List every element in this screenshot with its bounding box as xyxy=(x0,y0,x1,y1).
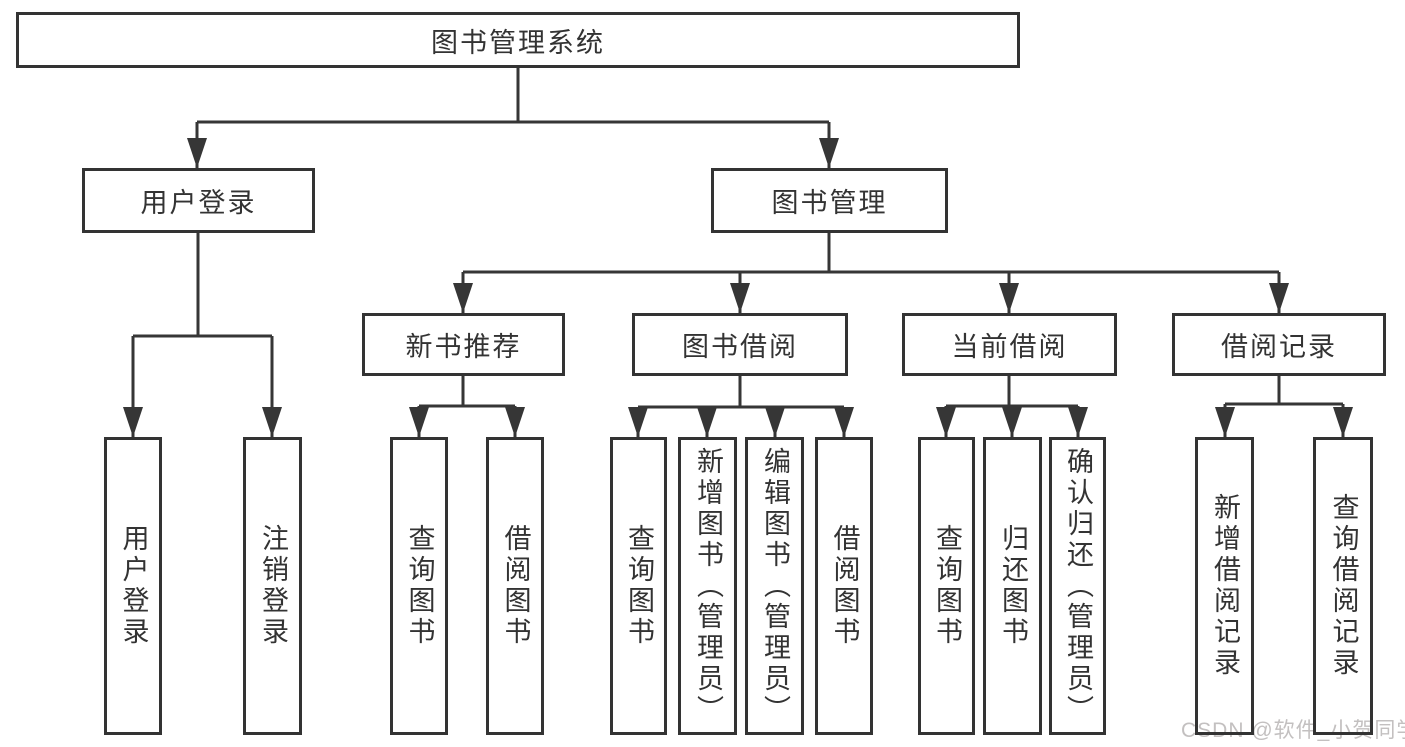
node-label: 新书推荐 xyxy=(405,332,522,362)
leaf-logout: 注销登录 xyxy=(243,437,302,735)
node-root-library-system: 图书管理系统 xyxy=(16,12,1020,68)
leaf-edit-book-admin: 编辑图书（管理员） xyxy=(745,437,804,735)
leaf-add-borrow-record: 新增借阅记录 xyxy=(1195,437,1254,735)
leaf-add-book-admin: 新增图书（管理员） xyxy=(678,437,737,735)
leaf-label: 归还图书 xyxy=(998,524,1028,648)
leaf-label: 确认归还（管理员） xyxy=(1063,446,1093,726)
node-borrow-records: 借阅记录 xyxy=(1172,313,1386,376)
leaf-return-books: 归还图书 xyxy=(983,437,1042,735)
leaf-label: 借阅图书 xyxy=(500,524,531,648)
leaf-label: 编辑图书（管理员） xyxy=(760,446,790,726)
csdn-watermark: CSDN @软件_小贺同学 xyxy=(1181,719,1405,742)
leaf-query-borrow-record: 查询借阅记录 xyxy=(1313,437,1373,735)
node-book-management: 图书管理 xyxy=(711,168,948,233)
leaf-label: 用户登录 xyxy=(118,524,149,648)
leaf-label: 查询图书 xyxy=(404,524,435,648)
leaf-label: 查询借阅记录 xyxy=(1328,493,1359,679)
node-label: 图书管理系统 xyxy=(431,27,605,58)
leaf-query-books-current: 查询图书 xyxy=(918,437,975,735)
node-user-login: 用户登录 xyxy=(82,168,315,233)
leaf-label: 查询图书 xyxy=(932,524,962,648)
node-label: 图书借阅 xyxy=(682,332,798,362)
leaf-borrow-books-recommend: 借阅图书 xyxy=(486,437,544,735)
leaf-label: 查询图书 xyxy=(624,524,654,648)
node-label: 用户登录 xyxy=(140,188,257,218)
leaf-label: 注销登录 xyxy=(258,524,288,648)
leaf-confirm-return-admin: 确认归还（管理员） xyxy=(1049,437,1106,735)
node-label: 当前借阅 xyxy=(951,332,1068,362)
leaf-label: 新增借阅记录 xyxy=(1210,493,1240,679)
node-new-book-recommend: 新书推荐 xyxy=(362,313,565,376)
leaf-query-books-borrow: 查询图书 xyxy=(610,437,667,735)
leaf-query-books-recommend: 查询图书 xyxy=(390,437,448,735)
leaf-label: 借阅图书 xyxy=(829,524,860,648)
arrowhead-icons xyxy=(123,138,1353,437)
leaf-label: 新增图书（管理员） xyxy=(693,446,723,726)
leaf-user-login: 用户登录 xyxy=(104,437,162,735)
node-label: 借阅记录 xyxy=(1221,332,1337,362)
leaf-borrow-books: 借阅图书 xyxy=(815,437,873,735)
node-book-borrow: 图书借阅 xyxy=(632,313,848,376)
node-current-borrow: 当前借阅 xyxy=(902,313,1117,376)
node-label: 图书管理 xyxy=(771,188,888,218)
